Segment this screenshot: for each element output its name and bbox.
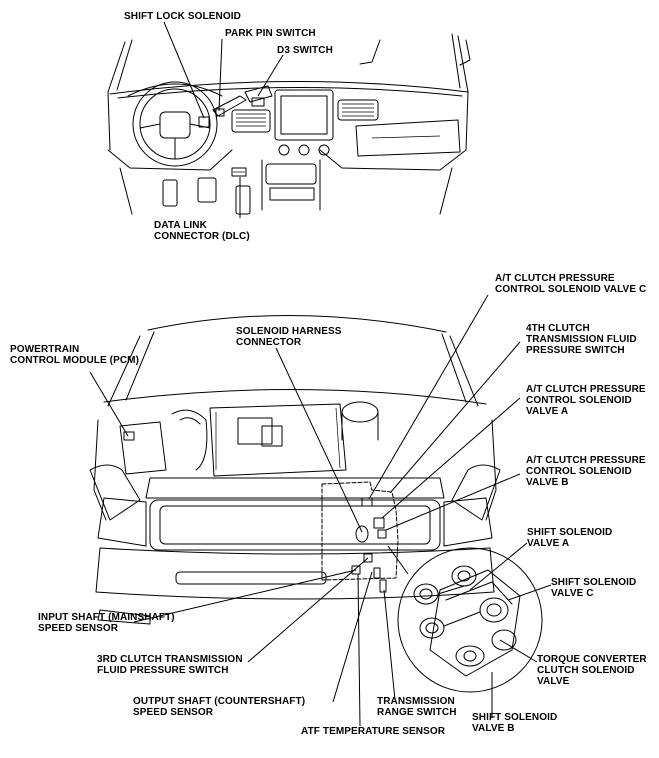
label-powertrain-control-module: POWERTRAIN CONTROL MODULE (PCM)	[10, 344, 140, 366]
label-atf-temperature-sensor: ATF TEMPERATURE SENSOR	[301, 726, 446, 737]
label-torque-converter-clutch-solenoid: TORQUE CONVERTER CLUTCH SOLENOID VALVE	[537, 654, 647, 687]
solenoid-closeup-drawing	[397, 547, 543, 693]
label-park-pin-switch: PARK PIN SWITCH	[225, 28, 316, 39]
label-at-clutch-pressure-valve-a: A/T CLUTCH PRESSURE CONTROL SOLENOID VAL…	[526, 384, 646, 417]
label-transmission-range-switch: TRANSMISSION RANGE SWITCH	[377, 696, 457, 718]
label-4th-clutch-pressure-switch: 4TH CLUTCH TRANSMISSION FLUID PRESSURE S…	[526, 323, 637, 356]
label-3rd-clutch-pressure-switch: 3RD CLUTCH TRANSMISSION FLUID PRESSURE S…	[97, 654, 243, 676]
dashboard-drawing	[107, 33, 471, 215]
leader-lines	[89, 21, 552, 727]
label-at-clutch-pressure-valve-b: A/T CLUTCH PRESSURE CONTROL SOLENOID VAL…	[526, 455, 646, 488]
label-input-shaft-speed-sensor: INPUT SHAFT (MAINSHAFT) SPEED SENSOR	[38, 612, 175, 634]
label-at-clutch-pressure-valve-c: A/T CLUTCH PRESSURE CONTROL SOLENOID VAL…	[495, 273, 647, 295]
label-shift-solenoid-valve-b: SHIFT SOLENOID VALVE B	[472, 712, 558, 734]
engine-bay-drawing	[89, 315, 501, 625]
label-shift-solenoid-valve-a: SHIFT SOLENOID VALVE A	[527, 527, 613, 549]
label-data-link-connector: DATA LINK CONNECTOR (DLC)	[154, 220, 250, 242]
label-output-shaft-speed-sensor: OUTPUT SHAFT (COUNTERSHAFT) SPEED SENSOR	[133, 696, 306, 718]
label-solenoid-harness-connector: SOLENOID HARNESS CONNECTOR	[236, 326, 342, 348]
label-d3-switch: D3 SWITCH	[277, 45, 333, 56]
label-shift-solenoid-valve-c: SHIFT SOLENOID VALVE C	[551, 577, 637, 599]
label-shift-lock-solenoid: SHIFT LOCK SOLENOID	[124, 11, 241, 22]
